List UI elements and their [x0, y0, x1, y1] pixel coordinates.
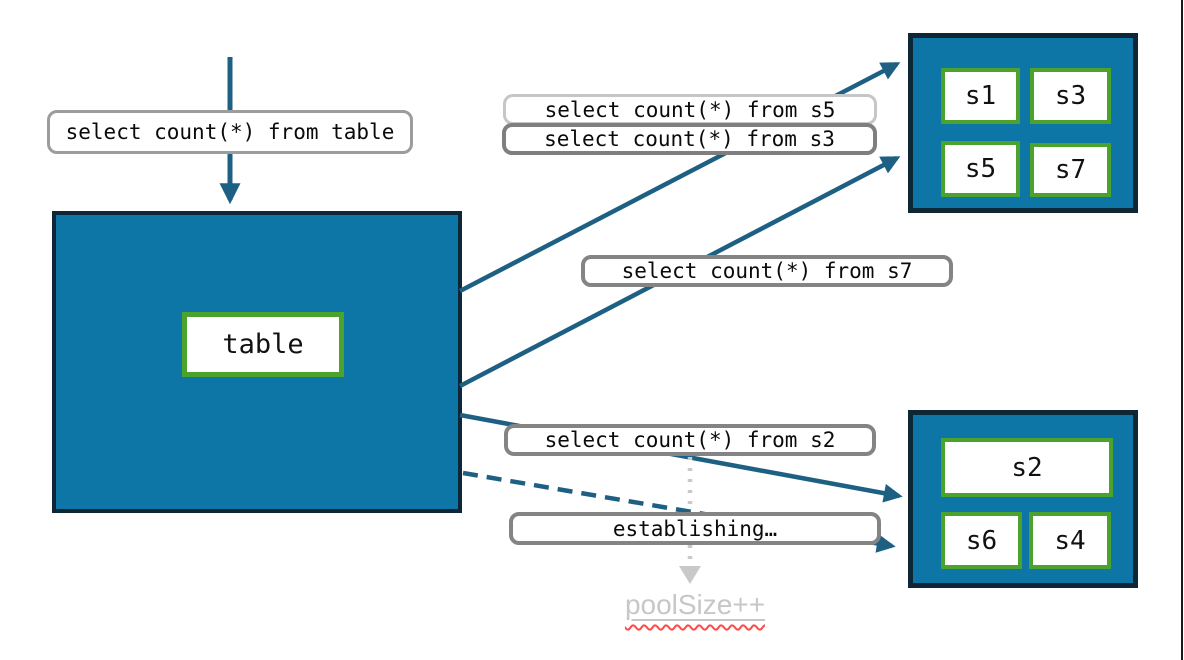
shard-s5: s5	[941, 141, 1020, 197]
query-label-from-s2: select count(*) from s2	[504, 424, 876, 456]
shard-s7: s7	[1030, 143, 1111, 197]
poolsize-underline: poolSize++	[625, 589, 765, 620]
shard-s3: s3	[1030, 68, 1111, 124]
shard-s4: s4	[1029, 512, 1111, 569]
poolsize-arrowhead	[679, 566, 701, 584]
query-label-establishing: establishing…	[509, 512, 881, 545]
shard-s2: s2	[941, 438, 1113, 497]
query-label-from-s5: select count(*) from s5	[503, 94, 877, 125]
shard-s1: s1	[941, 68, 1020, 124]
table-label: table	[182, 312, 344, 377]
shard-s6: s6	[941, 512, 1022, 569]
window-edge-line	[1181, 0, 1183, 660]
query-label-from-s3: select count(*) from s3	[502, 123, 877, 155]
shard-group-top: s1 s3 s5 s7	[908, 33, 1138, 213]
query-label-from-s7: select count(*) from s7	[581, 255, 953, 287]
table-box: table	[52, 211, 462, 513]
poolsize-text: poolSize++	[624, 589, 766, 620]
poolsize-label: poolSize++	[615, 589, 775, 621]
shard-group-bottom: s2 s6 s4	[908, 410, 1138, 588]
query-label-from-table: select count(*) from table	[47, 110, 413, 154]
